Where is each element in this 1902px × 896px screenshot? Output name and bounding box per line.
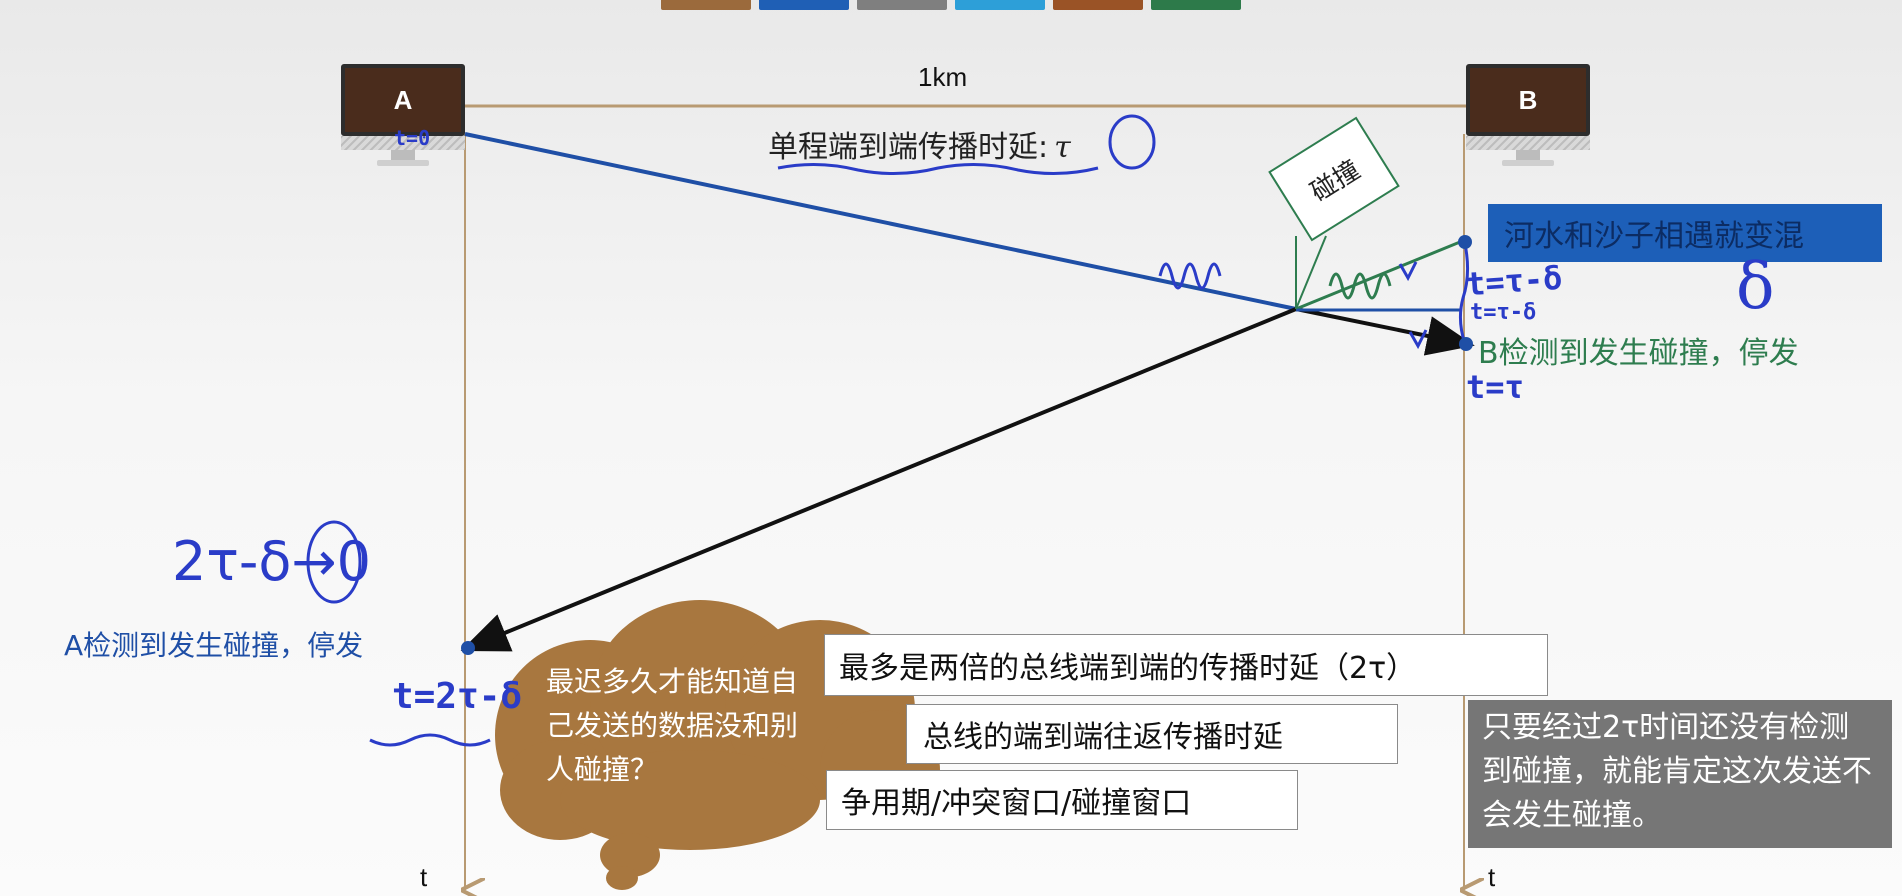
signal-a-continue (1295, 307, 1475, 356)
hw-a-detect: t=2τ-δ (392, 676, 523, 717)
answer-box-round-trip-text: 总线的端到端往返传播时延 (923, 720, 1283, 755)
color-bar-6 (1151, 0, 1241, 10)
station-a-base (377, 160, 429, 166)
delay-symbol: τ (1054, 130, 1071, 165)
station-a-screen: A (341, 64, 465, 136)
station-a-label: A (393, 84, 413, 115)
dot-b-send (1458, 235, 1472, 249)
signal-a-to-b (464, 132, 1297, 311)
signal-collision-to-a (460, 307, 1297, 652)
station-b-stand (1516, 150, 1540, 160)
station-b-label: B (1518, 84, 1538, 115)
distance-label: 1km (918, 62, 968, 92)
hw-b-send: t=τ-δ (1464, 258, 1564, 304)
hw-b-detect: t=τ (1466, 368, 1524, 406)
check-mark-1 (1398, 261, 1418, 282)
color-bar-1 (661, 0, 751, 10)
station-b-screen: B (1466, 64, 1590, 136)
a-time-squiggle (369, 733, 491, 747)
brace-b (1458, 243, 1470, 345)
color-bar-2 (759, 0, 849, 10)
cloud-question: 最迟多久才能知道自己发送的数据没和别人碰撞？ (546, 665, 799, 786)
color-bar-3 (857, 0, 947, 10)
gray-note: 只要经过2τ时间还没有检测到碰撞，就能肯定这次发送不会发生碰撞。 (1468, 700, 1892, 848)
delay-label-text: 单程端到端传播时延: (768, 130, 1049, 165)
hw-b-send2: t=τ-δ (1470, 300, 1537, 325)
station-b-base (1502, 160, 1554, 166)
time-label-b: t (1488, 862, 1496, 892)
delta-circle (306, 520, 362, 604)
station-a: A (341, 64, 465, 174)
tau-circle (1108, 114, 1156, 170)
hw-limit: 2τ-δ→0 (172, 530, 371, 593)
dot-b-detect (1459, 337, 1473, 351)
delay-underline (777, 162, 1099, 176)
time-label-a: t (420, 862, 428, 892)
blue-note: 河水和沙子相遇就变混 (1488, 204, 1882, 262)
wave-scribble-left (1158, 262, 1222, 290)
answer-box-terms: 争用期/冲突窗口/碰撞窗口 (826, 770, 1298, 830)
signal-b-green (1295, 240, 1461, 311)
answer-box-max: 最多是两倍的总线端到端的传播时延（2τ） (824, 634, 1548, 696)
a-detect-label: A检测到发生碰撞，停发 (64, 629, 364, 662)
b-detect-label: B检测到发生碰撞，停发 (1478, 336, 1799, 371)
delay-label: 单程端到端传播时延:τ (768, 122, 1071, 166)
thought-cloud (495, 600, 940, 890)
check-mark-2 (1408, 329, 1428, 350)
hw-t-zero: t=0 (394, 126, 431, 150)
station-b-bezel (1466, 136, 1590, 150)
answer-box-max-text: 最多是两倍的总线端到端的传播时延（2τ） (839, 651, 1417, 686)
answer-box-round-trip: 总线的端到端往返传播时延 (906, 704, 1398, 764)
color-bar-4 (955, 0, 1045, 10)
wave-scribble-right (1328, 272, 1392, 300)
answer-box-terms-text: 争用期/冲突窗口/碰撞窗口 (841, 786, 1192, 821)
station-b: B (1466, 64, 1590, 174)
color-bar-5 (1053, 0, 1143, 10)
station-a-bezel (341, 136, 465, 150)
dot-a-detect (461, 641, 475, 655)
collision-pointer-2 (1295, 235, 1327, 310)
collision-tag-text: 碰撞 (1305, 154, 1366, 208)
hw-delta: δ (1736, 250, 1775, 324)
station-a-stand (391, 150, 415, 160)
